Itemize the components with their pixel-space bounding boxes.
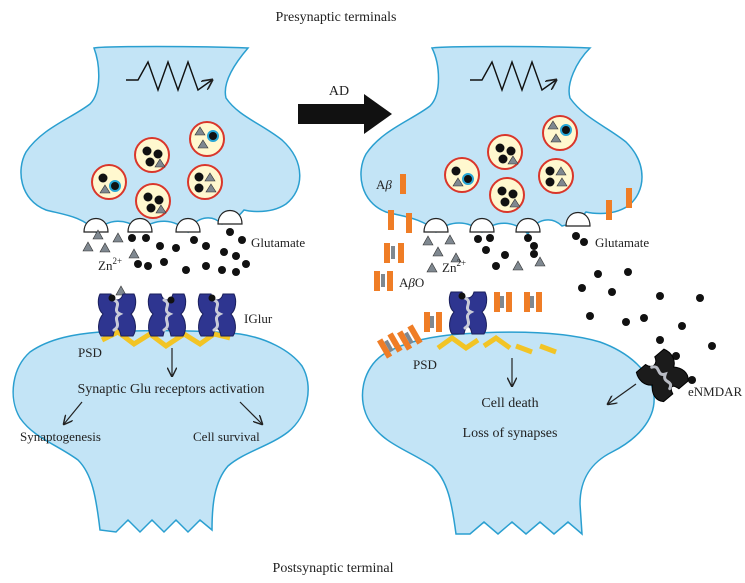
vesicle-icon xyxy=(444,157,480,193)
membrane-abeta-oligomers xyxy=(377,292,542,359)
left-glutamate-dots xyxy=(128,228,250,276)
ad-label: AD xyxy=(329,84,349,99)
iglur-receptor-icon xyxy=(146,292,188,338)
arrow-from-enmdar-icon xyxy=(608,383,637,404)
right-postsynaptic-terminal xyxy=(361,331,655,536)
left-glutamate-label: Glutamate xyxy=(251,235,305,250)
vesicle-icon xyxy=(489,177,525,213)
abeta-label: Aβ xyxy=(376,177,392,192)
left-release-sites xyxy=(83,209,243,233)
enmdar-label: eNMDAR xyxy=(688,384,742,399)
iglur-receptor-icon xyxy=(447,290,489,336)
left-cell-survival-text: Cell survival xyxy=(193,429,260,444)
ad-arrow-icon xyxy=(298,94,392,134)
loss-of-synapses-text: Loss of synapses xyxy=(463,426,558,441)
right-zinc-label: Zn2+ xyxy=(442,258,466,275)
left-activation-text: Synaptic Glu receptors activation xyxy=(78,382,265,397)
amyloid-beta-oligomers xyxy=(374,243,404,291)
right-psd-fragments xyxy=(436,334,557,355)
left-psd-label: PSD xyxy=(78,345,102,360)
amyloid-beta-monomers xyxy=(388,174,632,233)
extrasynaptic-glutamate xyxy=(578,268,716,384)
arrow-down-left-icon xyxy=(64,401,83,424)
iglur-receptor-icon xyxy=(196,292,238,338)
vesicle-icon xyxy=(135,183,171,219)
right-action-potential-icon xyxy=(470,59,556,93)
iglur-receptor-icon xyxy=(96,292,138,338)
vesicle-icon xyxy=(538,158,574,194)
vesicle-icon xyxy=(487,134,523,170)
vesicle-icon xyxy=(134,137,170,173)
right-glutamate-label: Glutamate xyxy=(595,235,649,250)
postsynaptic-title: Postsynaptic terminal xyxy=(273,561,394,576)
arrow-down-right-icon xyxy=(239,401,262,424)
right-psd-label: PSD xyxy=(413,357,437,372)
vesicle-icon xyxy=(91,164,127,200)
left-synaptogenesis-text: Synaptogenesis xyxy=(20,429,101,444)
vesicle-icon xyxy=(189,121,225,157)
enmdar-receptor-icon xyxy=(635,348,689,403)
vesicle-icon xyxy=(542,115,578,151)
presynaptic-title: Presynaptic terminals xyxy=(276,10,397,25)
left-zinc-label: Zn2+ xyxy=(98,256,122,273)
cell-death-text: Cell death xyxy=(481,396,538,411)
left-action-potential-icon xyxy=(126,59,212,93)
vesicle-icon xyxy=(187,164,223,200)
right-glutamate-dots xyxy=(474,232,588,270)
abo-label: AβO xyxy=(399,275,424,290)
left-iglur-label: IGlur xyxy=(244,311,273,326)
right-release-sites xyxy=(423,211,591,233)
